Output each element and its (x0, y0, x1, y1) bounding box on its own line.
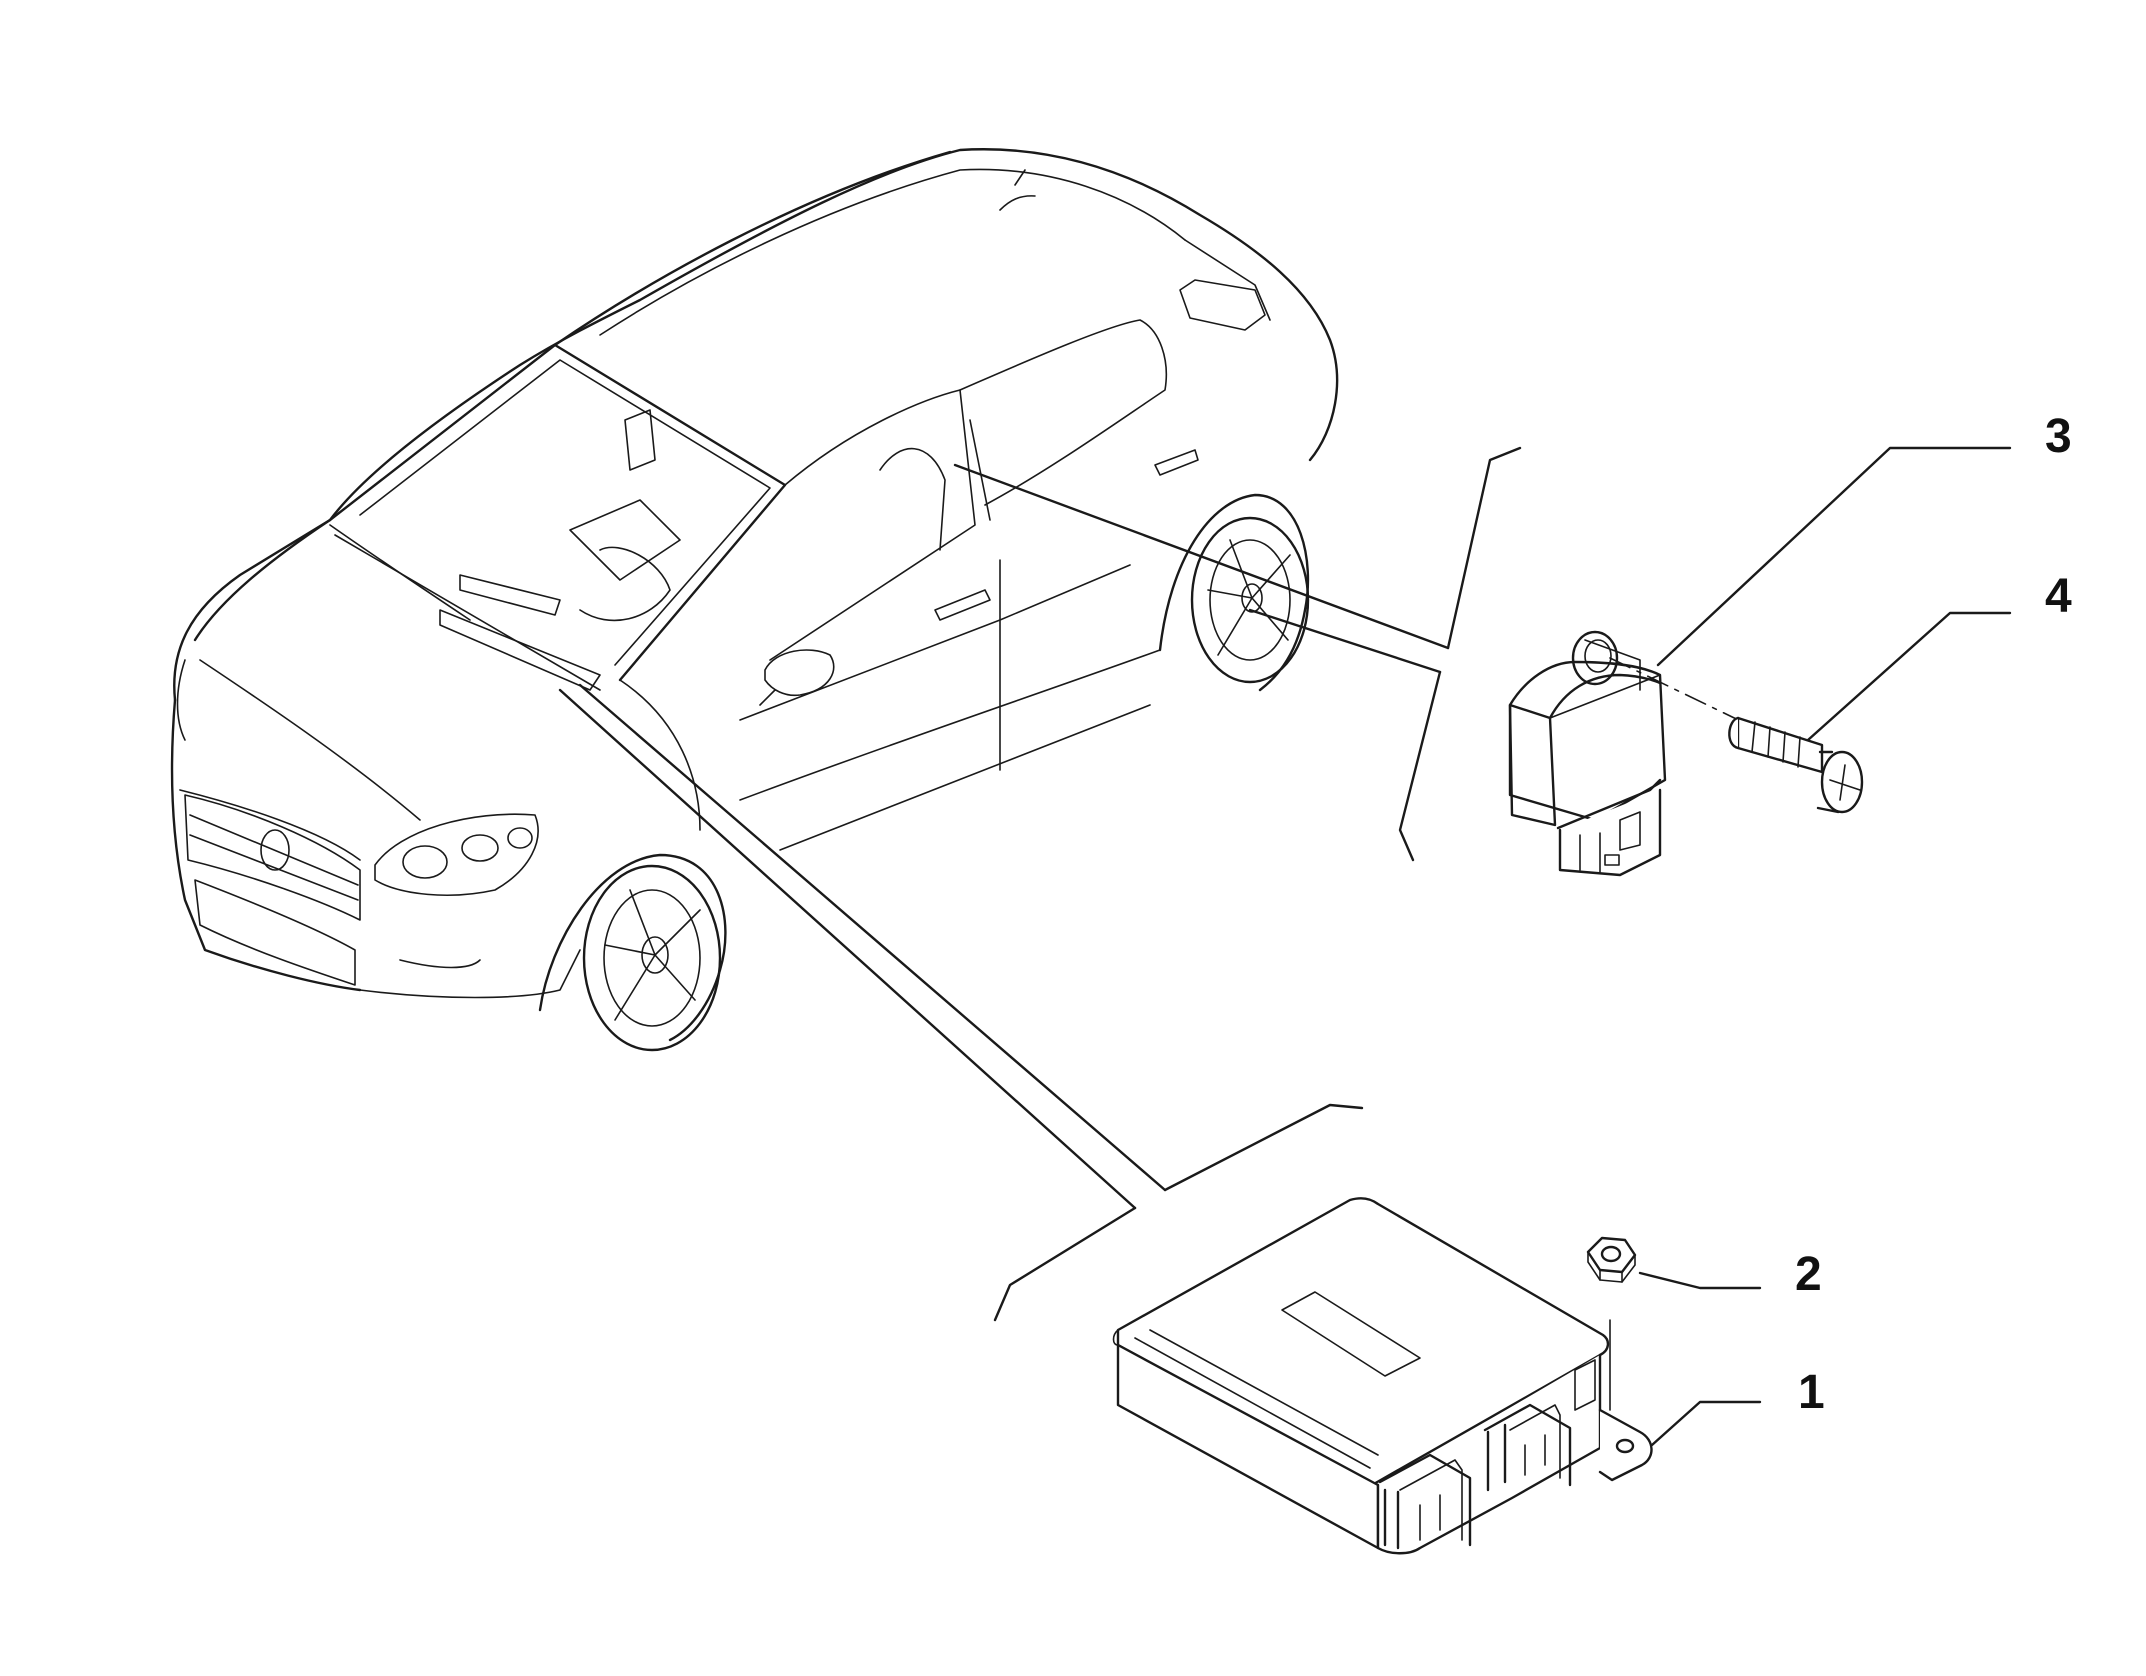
callout-leaders (1638, 446, 2012, 1447)
callout-3: 3 (2045, 410, 2072, 463)
airbag-control-unit-icon (1112, 1197, 1653, 1555)
crash-sensor-icon (1508, 630, 1667, 877)
mounting-bolt-icon (1728, 716, 1864, 814)
leader-lines (558, 446, 1522, 1322)
assembly-axis (1609, 657, 1756, 729)
callout-4: 4 (2045, 570, 2072, 623)
callout-2: 2 (1795, 1248, 1822, 1301)
car-illustration (170, 148, 1339, 1052)
callout-1: 1 (1798, 1366, 1825, 1419)
hex-nut-icon (1586, 1236, 1637, 1283)
